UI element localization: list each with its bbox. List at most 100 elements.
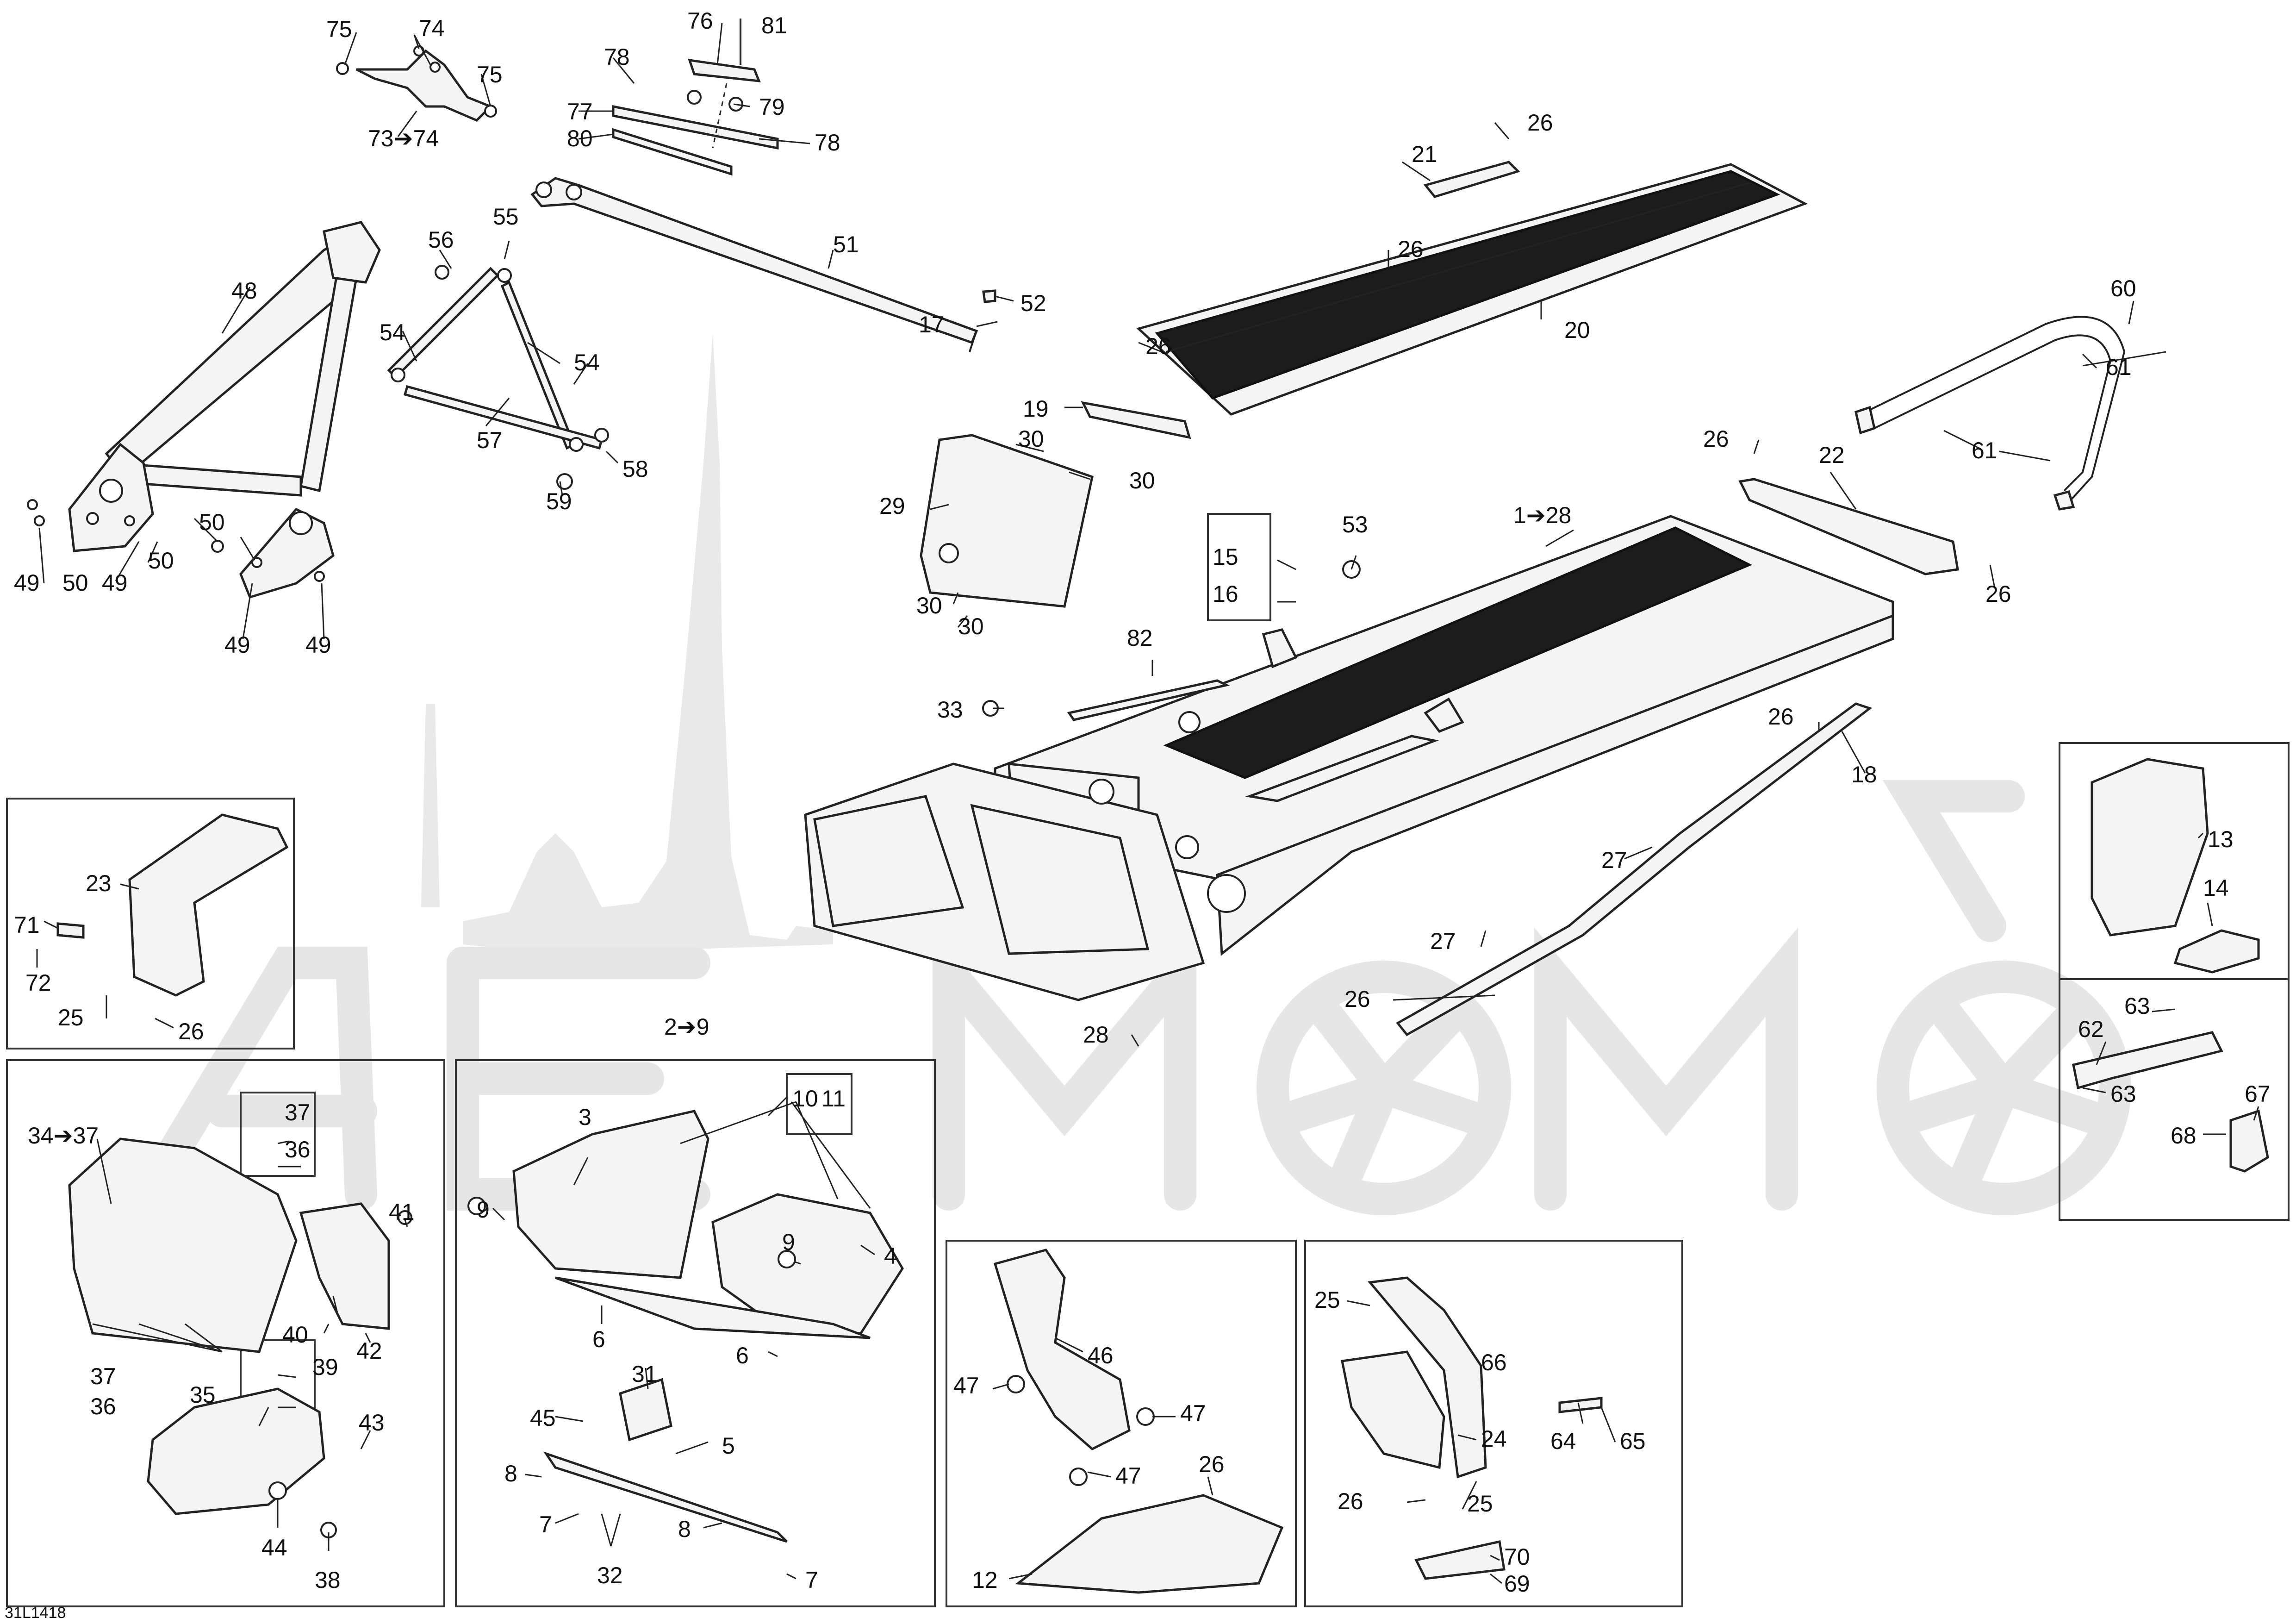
callout: 81: [761, 12, 787, 38]
callout: 68: [2171, 1123, 2196, 1149]
callout: 53: [1342, 512, 1368, 537]
callout: 55: [493, 204, 519, 230]
heat-shield-13-14: [2091, 758, 2260, 974]
frame-bolts-10-11: [786, 1073, 852, 1135]
callout: 9: [782, 1229, 795, 1255]
frame-bolts-36-37-top: [240, 1092, 316, 1177]
front-frame-assembly-2: [467, 1110, 904, 1543]
callout: 75: [477, 62, 503, 87]
callout: 26: [178, 1018, 204, 1044]
callout: 7: [539, 1512, 552, 1537]
callout: 36: [285, 1137, 311, 1162]
callout: 61: [1972, 437, 1997, 463]
callout: 72: [25, 970, 51, 996]
callout: 58: [622, 456, 648, 482]
callout: 6: [592, 1326, 605, 1352]
callout: 47: [1115, 1463, 1141, 1489]
callout: 6: [736, 1343, 749, 1368]
callout: 7: [805, 1567, 818, 1593]
callout: 74: [419, 15, 445, 41]
callout: 30: [1129, 468, 1155, 493]
callout: 26: [1145, 333, 1171, 359]
callout: 35: [190, 1382, 216, 1408]
callout: 20: [1564, 317, 1590, 343]
running-board-20: [1136, 161, 1808, 416]
callout: 67: [2245, 1081, 2271, 1107]
steering-support-46: [993, 1249, 1284, 1594]
callout: 47: [953, 1373, 979, 1399]
callout: 25: [1314, 1287, 1340, 1313]
callout: 11: [821, 1086, 846, 1112]
exhaust-guard-62: [2072, 1031, 2269, 1173]
upper-column-support-48: [27, 221, 381, 599]
callout: 23: [86, 870, 112, 896]
callout: 10: [792, 1086, 818, 1112]
callout: 8: [504, 1461, 517, 1487]
callout: 24: [1481, 1426, 1507, 1452]
frame-ski-stopper: [1207, 513, 1271, 621]
callout: 4: [884, 1243, 897, 1269]
callout: 54: [574, 350, 600, 375]
callout: 26: [1768, 704, 1794, 730]
front-frame-kit-34: [68, 1137, 412, 1538]
callout: 78: [604, 44, 630, 70]
callout: 39: [312, 1354, 338, 1380]
callout: 31: [632, 1361, 658, 1387]
bracket-assembly-73: [336, 45, 497, 122]
callout: 26: [1527, 110, 1553, 136]
callout: 22: [1819, 442, 1845, 468]
callout: 49: [14, 570, 40, 596]
callout: 49: [305, 632, 331, 658]
callout: 43: [359, 1410, 385, 1436]
callout: 30: [1018, 426, 1044, 452]
callout: 38: [315, 1567, 341, 1593]
leader-lines: [36, 23, 2259, 1584]
callout: 63: [2110, 1081, 2136, 1107]
callout: 3: [579, 1104, 591, 1130]
callout: 50: [199, 509, 225, 535]
callout: 26: [1344, 986, 1370, 1012]
rod-assembly-77-80: [612, 19, 779, 176]
callout: 60: [2110, 275, 2136, 301]
frame-front-frame-assembly: [455, 1059, 936, 1607]
callout: 78: [815, 130, 840, 156]
callout: 42: [356, 1338, 382, 1364]
callout: 26: [1985, 581, 2011, 607]
callout: 80: [567, 125, 593, 151]
callout: 61: [2106, 354, 2132, 380]
callout: 8: [678, 1516, 691, 1542]
callout: 25: [58, 1005, 84, 1031]
callout: 34➔37: [28, 1123, 99, 1149]
callout: 13: [2208, 826, 2234, 852]
support-19: [1081, 401, 1191, 439]
callout: 71: [14, 912, 40, 938]
callout: 47: [1180, 1400, 1206, 1426]
footrest-24: [1341, 1276, 1603, 1580]
callout: 26: [1398, 236, 1424, 262]
callout: 62: [2078, 1016, 2104, 1042]
callout: 32: [597, 1562, 623, 1588]
callout: 36: [90, 1393, 116, 1419]
frame-front-frame-kit: [6, 1059, 445, 1607]
callout: 15: [1213, 544, 1238, 570]
callout: 54: [380, 319, 405, 345]
frame-exhaust-guard: [2059, 978, 2290, 1221]
slide-rail-18: [1396, 702, 1873, 1037]
panel-29: [920, 434, 1094, 608]
frame-steering-support: [946, 1240, 1297, 1607]
callout: 46: [1088, 1343, 1114, 1368]
callout: 27: [1430, 928, 1456, 954]
callout: 26: [1703, 426, 1729, 452]
callout: 28: [1083, 1022, 1109, 1048]
callout: 50: [62, 570, 88, 596]
callout: 26: [1199, 1451, 1225, 1477]
callout: 19: [1023, 396, 1049, 422]
callout: 16: [1213, 581, 1238, 607]
callout: 29: [879, 493, 905, 519]
rear-bumper-60: [1854, 316, 2126, 511]
callout: 63: [2124, 993, 2150, 1019]
callout: 12: [972, 1567, 998, 1593]
callout: 30: [958, 613, 984, 639]
callout: 45: [530, 1405, 556, 1431]
